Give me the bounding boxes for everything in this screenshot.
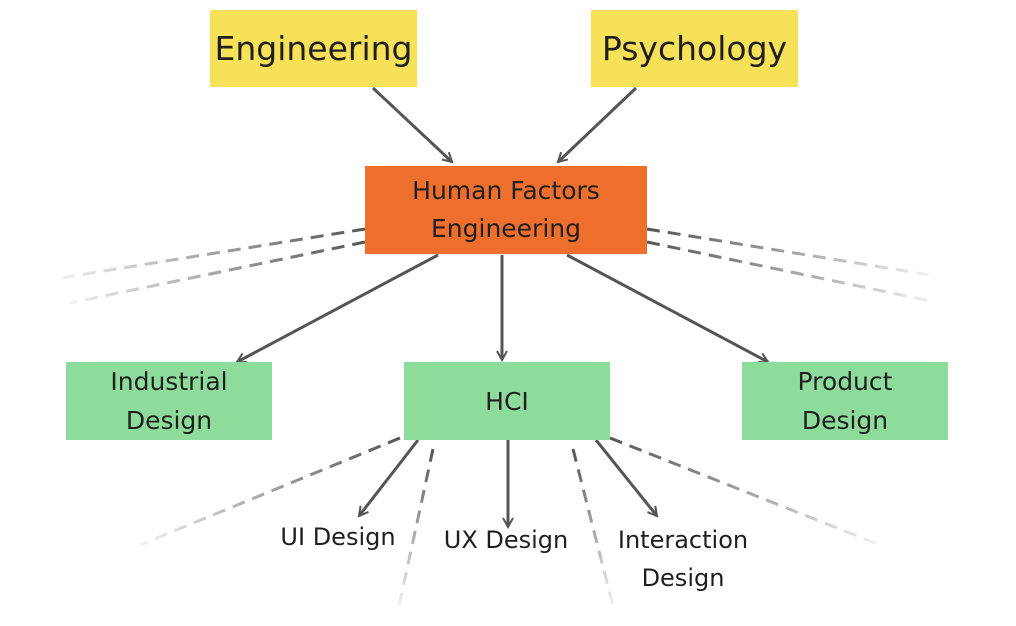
node-product-design: Product Design <box>742 362 948 440</box>
edge-hfe-to-product-design <box>566 253 768 364</box>
edge-hci-to-interaction-design <box>594 439 657 516</box>
edge-psychology-to-hfe <box>558 86 638 162</box>
node-engineering: Engineering <box>210 10 417 87</box>
edge-engineering-to-hfe <box>371 86 452 162</box>
node-product-design-label: Product Design <box>797 367 893 435</box>
dashed-edge <box>646 227 931 277</box>
leaf-ux-design: UX Design <box>443 526 569 554</box>
edge-hfe-to-industrial-design <box>237 253 439 364</box>
dashed-edge <box>139 436 401 547</box>
node-hci: HCI <box>404 362 610 440</box>
dashed-edge <box>609 436 881 547</box>
node-industrial-design-label: Industrial Design <box>110 367 228 435</box>
leaf-interaction-design: Interaction Design <box>617 526 749 592</box>
dashed-edge <box>59 227 366 280</box>
node-human-factors-engineering: Human Factors Engineering <box>365 166 647 254</box>
dashed-edge <box>571 448 615 607</box>
dashed-edge <box>646 240 936 304</box>
dashed-edge <box>397 448 435 607</box>
leaf-ui-design: UI Design <box>280 523 396 551</box>
node-psychology: Psychology <box>591 10 798 87</box>
edge-hci-to-ui-design <box>359 439 420 516</box>
node-hci-label: HCI <box>485 386 529 416</box>
node-industrial-design: Industrial Design <box>66 362 272 440</box>
node-psychology-label: Psychology <box>601 29 788 68</box>
node-human-factors-engineering-label: Human Factors Engineering <box>412 176 600 243</box>
dashed-edge <box>69 240 366 305</box>
node-engineering-label: Engineering <box>214 29 413 68</box>
